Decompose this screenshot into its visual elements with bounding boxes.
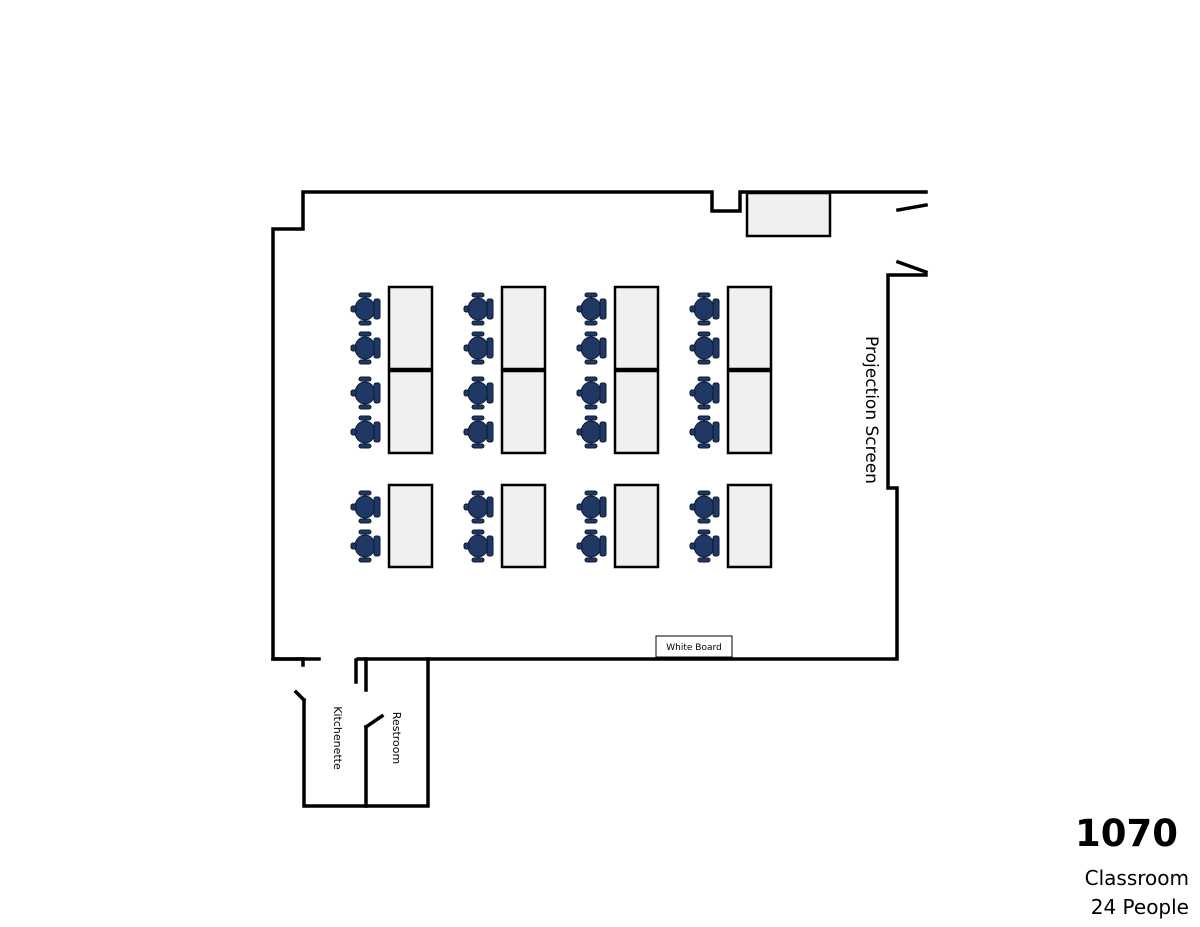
table-2: [500, 285, 547, 371]
chair-4-2: [689, 331, 720, 365]
annex-wall: [302, 657, 430, 808]
wall-right: [426, 273, 928, 661]
white-board: [655, 635, 733, 658]
chair-9-2: [350, 529, 381, 563]
chair-4-1: [689, 292, 720, 326]
seats-group: [350, 292, 720, 563]
table-7: [613, 369, 660, 455]
restroom-label: Restroom: [390, 712, 403, 764]
restroom-door: [363, 713, 385, 730]
table-1: [387, 285, 434, 371]
top-cabinet: [745, 191, 832, 238]
chair-6-2: [463, 415, 494, 449]
chair-6-1: [463, 376, 494, 410]
chair-7-2: [576, 415, 607, 449]
table-9: [387, 483, 434, 569]
chair-2-2: [463, 331, 494, 365]
wall-left-top: [271, 190, 928, 661]
table-4: [726, 285, 773, 371]
walls: [271, 190, 929, 808]
room-type: Classroom: [1084, 866, 1189, 890]
chair-10-1: [463, 490, 494, 524]
chair-8-1: [689, 376, 720, 410]
room-capacity: 24 People: [1090, 895, 1189, 919]
chair-5-2: [350, 415, 381, 449]
door-top-right-lower: [895, 259, 929, 275]
chair-1-1: [350, 292, 381, 326]
table-3: [613, 285, 660, 371]
chair-9-1: [350, 490, 381, 524]
room-number: 1070: [1075, 812, 1178, 855]
annex-door-left: [293, 689, 307, 703]
white-board-label: White Board: [666, 643, 721, 653]
table-6: [500, 369, 547, 455]
table-8: [726, 369, 773, 455]
chair-10-2: [463, 529, 494, 563]
chair-8-2: [689, 415, 720, 449]
door-top-right-upper: [895, 202, 929, 213]
table-5: [387, 369, 434, 455]
table-11: [613, 483, 660, 569]
table-12: [726, 483, 773, 569]
projection-screen-label: Projection Screen: [861, 336, 881, 484]
chair-2-1: [463, 292, 494, 326]
kitchenette-label: Kitchenette: [331, 706, 344, 770]
chair-11-2: [576, 529, 607, 563]
chair-12-2: [689, 529, 720, 563]
chair-7-1: [576, 376, 607, 410]
tables-group: [387, 285, 773, 569]
table-10: [500, 483, 547, 569]
chair-5-1: [350, 376, 381, 410]
chair-11-1: [576, 490, 607, 524]
chair-3-2: [576, 331, 607, 365]
chair-3-1: [576, 292, 607, 326]
chair-1-2: [350, 331, 381, 365]
chair-12-1: [689, 490, 720, 524]
